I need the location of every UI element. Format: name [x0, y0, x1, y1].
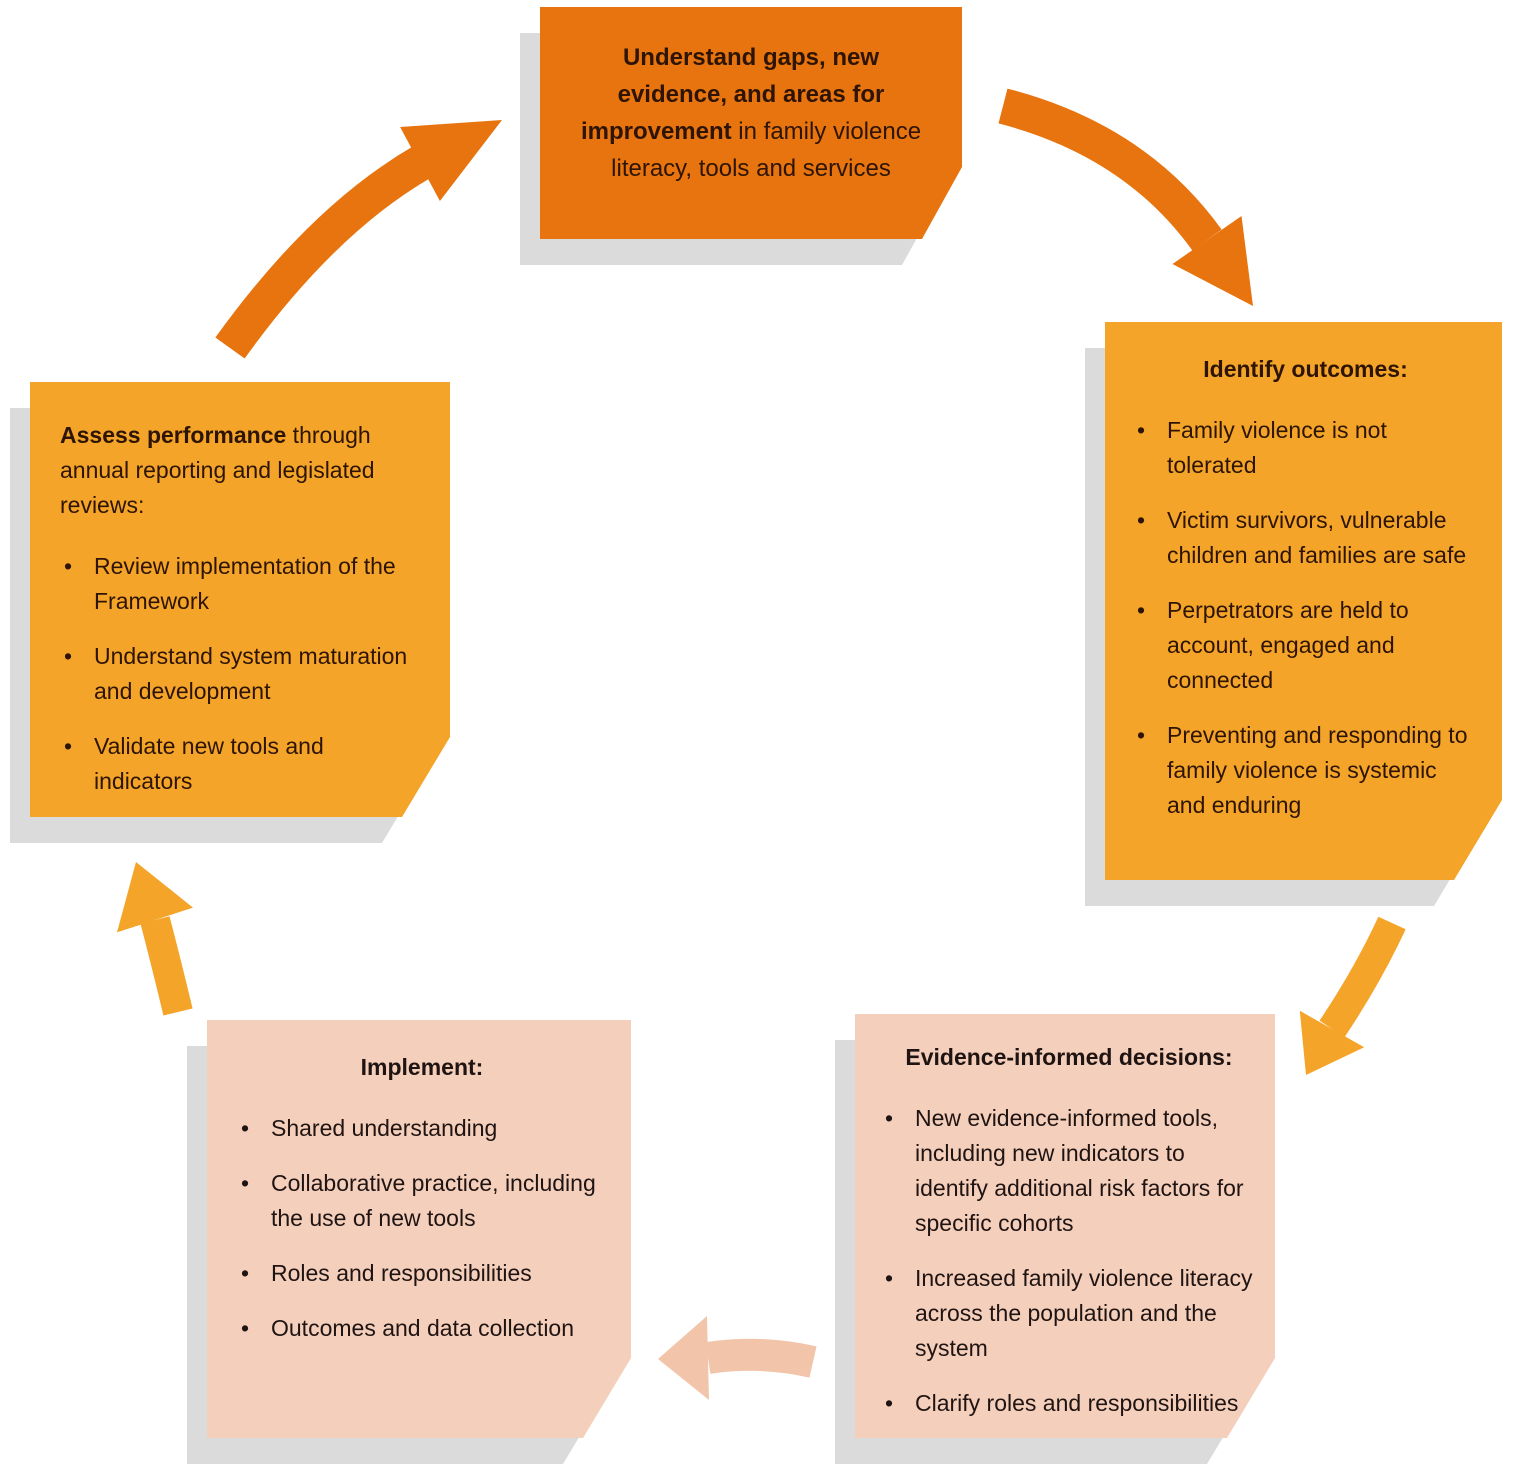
- box-implement-title: Implement:: [360, 1054, 484, 1080]
- arrow-head: [1172, 216, 1253, 306]
- arrow-body: [705, 1338, 817, 1378]
- box-identify-title: Identify outcomes:: [1203, 356, 1408, 382]
- bullet-item: Family violence is not tolerated: [1133, 413, 1478, 483]
- arrow-body: [215, 146, 432, 359]
- box-understand-gaps: Understand gaps, new evidence, and areas…: [540, 7, 962, 239]
- arrow-head: [658, 1316, 709, 1400]
- box-assess-performance: Assess performance through annual report…: [30, 382, 450, 817]
- box-face: Identify outcomes: Family violence is no…: [1105, 322, 1502, 880]
- arrow-assess-to-understand-icon: [215, 120, 502, 359]
- bullet-item: Validate new tools and indicators: [60, 729, 426, 799]
- box-assess-bullet-list: Review implementation of the Framework U…: [60, 549, 426, 799]
- box-assess-text: Assess performance through annual report…: [60, 418, 426, 523]
- bullet-item: Perpetrators are held to account, engage…: [1133, 593, 1478, 698]
- box-understand-text-bold: Understand gaps, new evidence, and areas…: [580, 44, 885, 145]
- bullet-item: Understand system maturation and develop…: [60, 639, 426, 709]
- arrow-head: [400, 120, 502, 201]
- box-assess-text-rest: through annual reporting and legislated …: [60, 422, 375, 518]
- box-evidence-bullet-list: New evidence-informed tools, including n…: [881, 1101, 1257, 1421]
- bullet-item: Roles and responsibilities: [237, 1256, 607, 1291]
- bullet-item: Outcomes and data collection: [237, 1311, 607, 1346]
- bullet-item: Preventing and responding to family viol…: [1133, 718, 1478, 823]
- box-assess-text-bold: Assess performance: [60, 422, 287, 448]
- arrow-head: [117, 862, 193, 933]
- bullet-item: Shared understanding: [237, 1111, 607, 1146]
- box-implement-bullet-list: Shared understanding Collaborative pract…: [237, 1111, 607, 1346]
- box-identify-bullet-list: Family violence is not tolerated Victim …: [1133, 413, 1478, 823]
- arrow-body: [1319, 916, 1406, 1038]
- bullet-item: Victim survivors, vulnerable children an…: [1133, 503, 1478, 573]
- arrow-understand-to-identify-icon: [998, 88, 1253, 306]
- box-identify-outcomes: Identify outcomes: Family violence is no…: [1105, 322, 1502, 880]
- arrow-head: [1299, 1010, 1365, 1075]
- box-face: Evidence-informed decisions: New evidenc…: [855, 1014, 1275, 1438]
- box-understand-text: Understand gaps, new evidence, and areas…: [568, 39, 934, 187]
- box-understand-text-rest: in family violence literacy, tools and s…: [611, 118, 922, 182]
- box-face: Understand gaps, new evidence, and areas…: [540, 7, 962, 239]
- box-face: Implement: Shared understanding Collabor…: [207, 1020, 631, 1438]
- arrow-implement-to-assess-icon: [117, 862, 193, 1016]
- arrow-body: [140, 916, 193, 1016]
- bullet-item: Review implementation of the Framework: [60, 549, 426, 619]
- arrow-identify-to-evidence-icon: [1299, 916, 1406, 1075]
- arrow-evidence-to-implement-icon: [658, 1316, 817, 1400]
- bullet-item: Increased family violence literacy acros…: [881, 1261, 1257, 1366]
- bullet-item: New evidence-informed tools, including n…: [881, 1101, 1257, 1241]
- box-evidence-informed-decisions: Evidence-informed decisions: New evidenc…: [855, 1014, 1275, 1438]
- box-face: Assess performance through annual report…: [30, 382, 450, 817]
- bullet-item: Collaborative practice, including the us…: [237, 1166, 607, 1236]
- arrow-body: [998, 88, 1222, 251]
- box-evidence-title: Evidence-informed decisions:: [905, 1044, 1233, 1070]
- box-implement: Implement: Shared understanding Collabor…: [207, 1020, 631, 1438]
- bullet-item: Clarify roles and responsibilities: [881, 1386, 1257, 1421]
